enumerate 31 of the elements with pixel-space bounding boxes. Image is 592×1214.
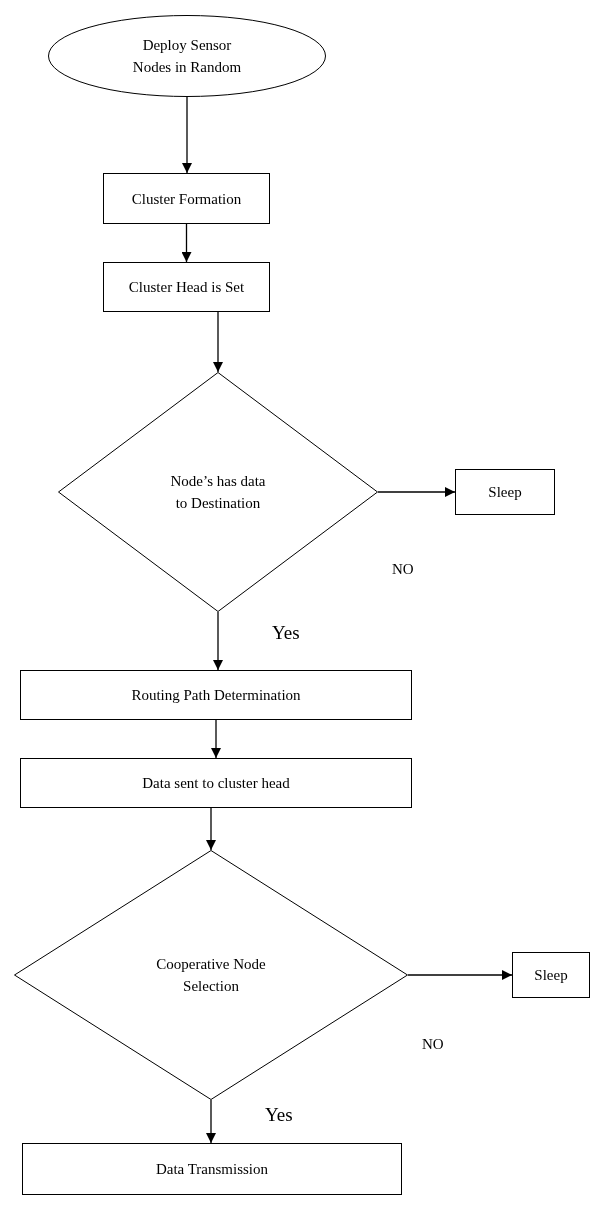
arrow — [206, 807, 216, 851]
node-label: Cluster Formation — [131, 189, 242, 209]
arrow — [181, 223, 192, 263]
process-box — [103, 173, 270, 224]
decision-diamond — [58, 372, 378, 612]
node-label: Node’s has data to Destination — [169, 472, 267, 513]
node-label: Sleep — [534, 966, 568, 985]
node-label: Deploy Sensor Nodes in Random — [131, 36, 243, 77]
node-label: Data Transmission — [155, 1160, 269, 1179]
process-box — [512, 952, 590, 998]
process-box — [20, 758, 412, 808]
node-label: Cluster Head is Set — [128, 278, 245, 297]
node-label: Sleep — [488, 483, 522, 502]
process-box — [22, 1143, 402, 1195]
process-box — [103, 262, 270, 312]
arrow — [213, 311, 223, 373]
arrow — [206, 1099, 216, 1144]
start-ellipse — [48, 15, 326, 97]
arrow — [182, 96, 192, 174]
decision-diamond — [14, 850, 408, 1100]
process-box — [455, 469, 555, 515]
process-box — [20, 670, 412, 720]
node-label: Cooperative Node Selection — [155, 955, 267, 996]
arrow — [407, 970, 513, 980]
edge-label: Yes — [263, 1106, 295, 1124]
arrow — [377, 487, 456, 497]
edge-label: Yes — [270, 624, 302, 642]
arrow — [213, 611, 223, 671]
node-label: Data sent to cluster head — [142, 774, 290, 793]
arrow — [211, 719, 221, 759]
node-label: Routing Path Determination — [131, 686, 301, 705]
